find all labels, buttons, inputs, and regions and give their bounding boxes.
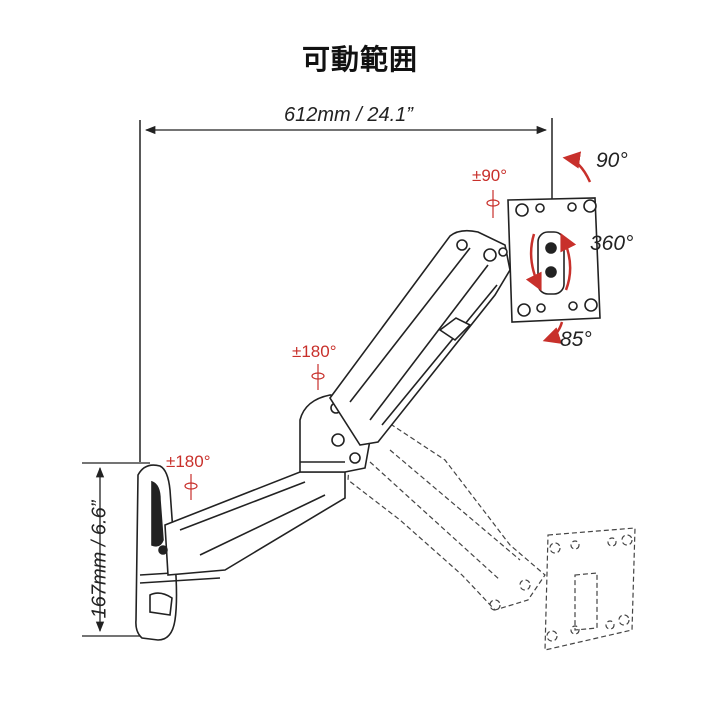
tilt-down-label: 85° — [560, 328, 592, 351]
vesa-plate — [507, 197, 601, 323]
elbow-swivel-label: ±180° — [292, 342, 337, 361]
upper-arm — [329, 229, 511, 446]
curved-arrow-icon — [525, 151, 592, 344]
head-swivel-label: ±90° — [472, 166, 508, 185]
lowered-arm-ghost — [347, 424, 636, 651]
rotation-axis-icon — [184, 190, 500, 500]
tilt-up-label: 90° — [596, 149, 628, 172]
reach-label: 612mm / 24.1” — [284, 104, 413, 126]
height-label: 167mm / 6.6” — [88, 500, 111, 619]
page-title: 可動範囲 — [301, 43, 418, 76]
lower-arm — [158, 471, 346, 576]
height-dimension — [82, 462, 150, 637]
wall-swivel-label: ±180° — [166, 452, 211, 471]
rotation-label: 360° — [590, 232, 634, 255]
